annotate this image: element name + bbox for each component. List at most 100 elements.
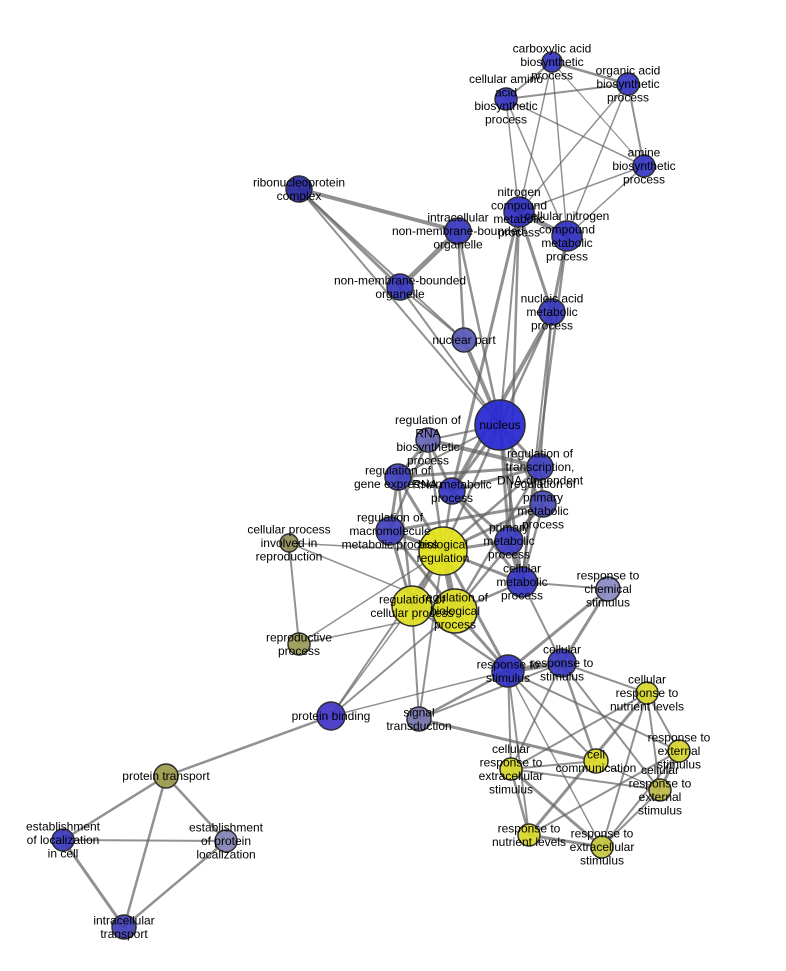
node-nmb_organelle[interactable] <box>386 273 414 301</box>
edge-nitrogen_compound--nucleus <box>499 211 520 426</box>
edge-cellular_response_nutrient--response_extracellular <box>601 692 648 848</box>
node-cellular_metabolic[interactable] <box>506 566 538 598</box>
node-amine[interactable] <box>632 154 656 178</box>
node-reg_transcription[interactable] <box>526 453 554 481</box>
edge-cellular_amino_acid--nitrogen_compound <box>505 98 520 213</box>
edge-nmb_organelle--nucleus <box>399 286 501 426</box>
edge-protein_binding--biological_regulation <box>330 550 444 717</box>
edge-nucleus--cellular_metabolic <box>498 423 524 584</box>
edge-cellular_process_repro--reproductive_process <box>288 542 300 645</box>
node-carboxylic_acid[interactable] <box>541 51 563 73</box>
node-cellular_process_repro[interactable] <box>279 533 299 553</box>
node-response_chemical[interactable] <box>595 576 621 602</box>
edge-amine--nitrogen_compound <box>518 165 645 213</box>
node-response_nutrient[interactable] <box>517 823 541 847</box>
node-cellular_response_external[interactable] <box>648 778 672 802</box>
edge-protein_transport--intracellular_transport <box>122 774 168 929</box>
edge-carboxylic_acid--cellular_nitrogen <box>551 61 568 237</box>
edge-est_localization_cell--intracellular_transport <box>61 838 126 929</box>
node-protein_transport[interactable] <box>153 763 179 789</box>
edge-carboxylic_acid--nitrogen_compound <box>518 61 553 213</box>
edge-protein_binding--reg_biological_process <box>330 610 456 717</box>
edge-cellular_response_nutrient--cellular_response_external <box>646 692 661 791</box>
node-cellular_amino_acid[interactable] <box>494 87 518 111</box>
node-reg_biological_process[interactable] <box>432 588 478 634</box>
node-intracellular_transport[interactable] <box>111 914 137 940</box>
edge-reg_rna_biosynthetic--reg_transcription <box>426 438 542 469</box>
node-cellular_nitrogen[interactable] <box>551 220 583 252</box>
edge-organic_acid--cellular_nitrogen <box>566 83 629 237</box>
edge-cellular_response_stimulus--cellular_response_external <box>561 662 661 791</box>
edge-cellular_response_extracellular--cellular_response_external <box>510 768 661 791</box>
edge-reg_rna_biosynthetic--reg_macromolecule <box>388 438 430 533</box>
edge-ribonucleoprotein--intracellular_nmb <box>297 187 460 233</box>
node-cell_communication[interactable] <box>583 748 609 774</box>
edge-cellular_amino_acid--organic_acid <box>505 83 629 100</box>
edge-response_stimulus--cell_communication <box>507 670 597 762</box>
node-nuclear_part[interactable] <box>451 327 477 353</box>
node-signal_transduction[interactable] <box>406 706 432 732</box>
edge-response_stimulus--signal_transduction <box>417 669 510 721</box>
edge-cellular_process_repro--biological_regulation <box>288 542 444 552</box>
node-reg_primary[interactable] <box>529 490 557 518</box>
node-reg_macromolecule[interactable] <box>375 516 405 546</box>
node-cellular_response_stimulus[interactable] <box>547 648 577 678</box>
edge-rna_metabolic--cellular_metabolic <box>450 489 524 584</box>
edge-reg_transcription--reg_gene_expression <box>396 465 542 479</box>
edge-ribonucleoprotein--nuclear_part <box>298 188 465 341</box>
node-organic_acid[interactable] <box>616 72 640 96</box>
edge-cellular_response_extracellular--response_extracellular <box>509 767 604 849</box>
edge-cellular_amino_acid--amine <box>505 98 645 167</box>
node-protein_binding[interactable] <box>316 701 346 731</box>
edge-organic_acid--amine <box>627 83 645 167</box>
edge-cellular_response_stimulus--signal_transduction <box>418 662 563 720</box>
edge-carboxylic_acid--organic_acid <box>550 60 630 86</box>
node-intracellular_nmb[interactable] <box>444 217 472 245</box>
edge-reproductive_process--biological_regulation <box>298 550 444 645</box>
edge-reg_gene_expression--reg_cellular_process <box>396 475 414 608</box>
node-rna_metabolic[interactable] <box>438 477 466 505</box>
edge-reg_primary--reg_macromolecule <box>388 502 545 533</box>
edge-response_stimulus--response_extracellular <box>507 670 603 848</box>
edge-intracellular_nmb--nucleus <box>456 229 502 427</box>
node-cellular_response_extracellular[interactable] <box>499 757 523 781</box>
edge-protein_binding--reg_cellular_process <box>330 605 413 717</box>
edge-cellular_response_extracellular--cell_communication <box>510 760 597 770</box>
edge-signal_transduction--biological_regulation <box>418 550 444 720</box>
edge-ribonucleoprotein--nucleus <box>298 188 501 426</box>
edge-carboxylic_acid--amine <box>551 61 645 167</box>
node-reproductive_process[interactable] <box>287 632 311 656</box>
node-reg_cellular_process[interactable] <box>391 585 433 627</box>
edge-organic_acid--nitrogen_compound <box>518 83 629 213</box>
node-reg_gene_expression[interactable] <box>384 463 412 491</box>
node-response_external[interactable] <box>667 739 691 763</box>
node-response_stimulus[interactable] <box>491 654 525 688</box>
edge-response_chemical--response_stimulus <box>506 587 610 673</box>
node-ribonucleoprotein[interactable] <box>285 175 313 203</box>
node-biological_regulation[interactable] <box>418 526 468 576</box>
node-nucleic_acid[interactable] <box>538 298 566 326</box>
edge-nmb_organelle--nuclear_part <box>399 286 465 341</box>
edge-cellular_amino_acid--cellular_nitrogen <box>505 98 568 237</box>
node-nucleus[interactable] <box>474 399 526 451</box>
edge-cell_communication--signal_transduction <box>417 717 598 763</box>
node-est_protein_localization[interactable] <box>214 829 238 853</box>
edge-response_stimulus--response_external <box>507 670 680 752</box>
nodes-layer <box>51 51 691 940</box>
node-cellular_response_nutrient[interactable] <box>635 681 659 705</box>
edge-est_protein_localization--intracellular_transport <box>122 839 228 929</box>
node-primary_metabolic[interactable] <box>494 526 524 556</box>
node-reg_rna_biosynthetic[interactable] <box>415 427 441 453</box>
edge-cellular_response_nutrient--cellular_response_extracellular <box>510 692 648 770</box>
edge-reg_primary--reg_biological_process <box>453 502 545 613</box>
edge-cellular_response_stimulus--cellular_response_extracellular <box>510 662 563 770</box>
node-est_localization_cell[interactable] <box>51 828 75 852</box>
edge-response_nutrient--response_extracellular <box>527 833 604 849</box>
node-response_extracellular[interactable] <box>590 835 614 859</box>
node-nitrogen_compound[interactable] <box>503 196 535 228</box>
edge-amine--cellular_nitrogen <box>566 165 645 237</box>
edge-nucleic_acid--cellular_metabolic <box>521 311 553 583</box>
